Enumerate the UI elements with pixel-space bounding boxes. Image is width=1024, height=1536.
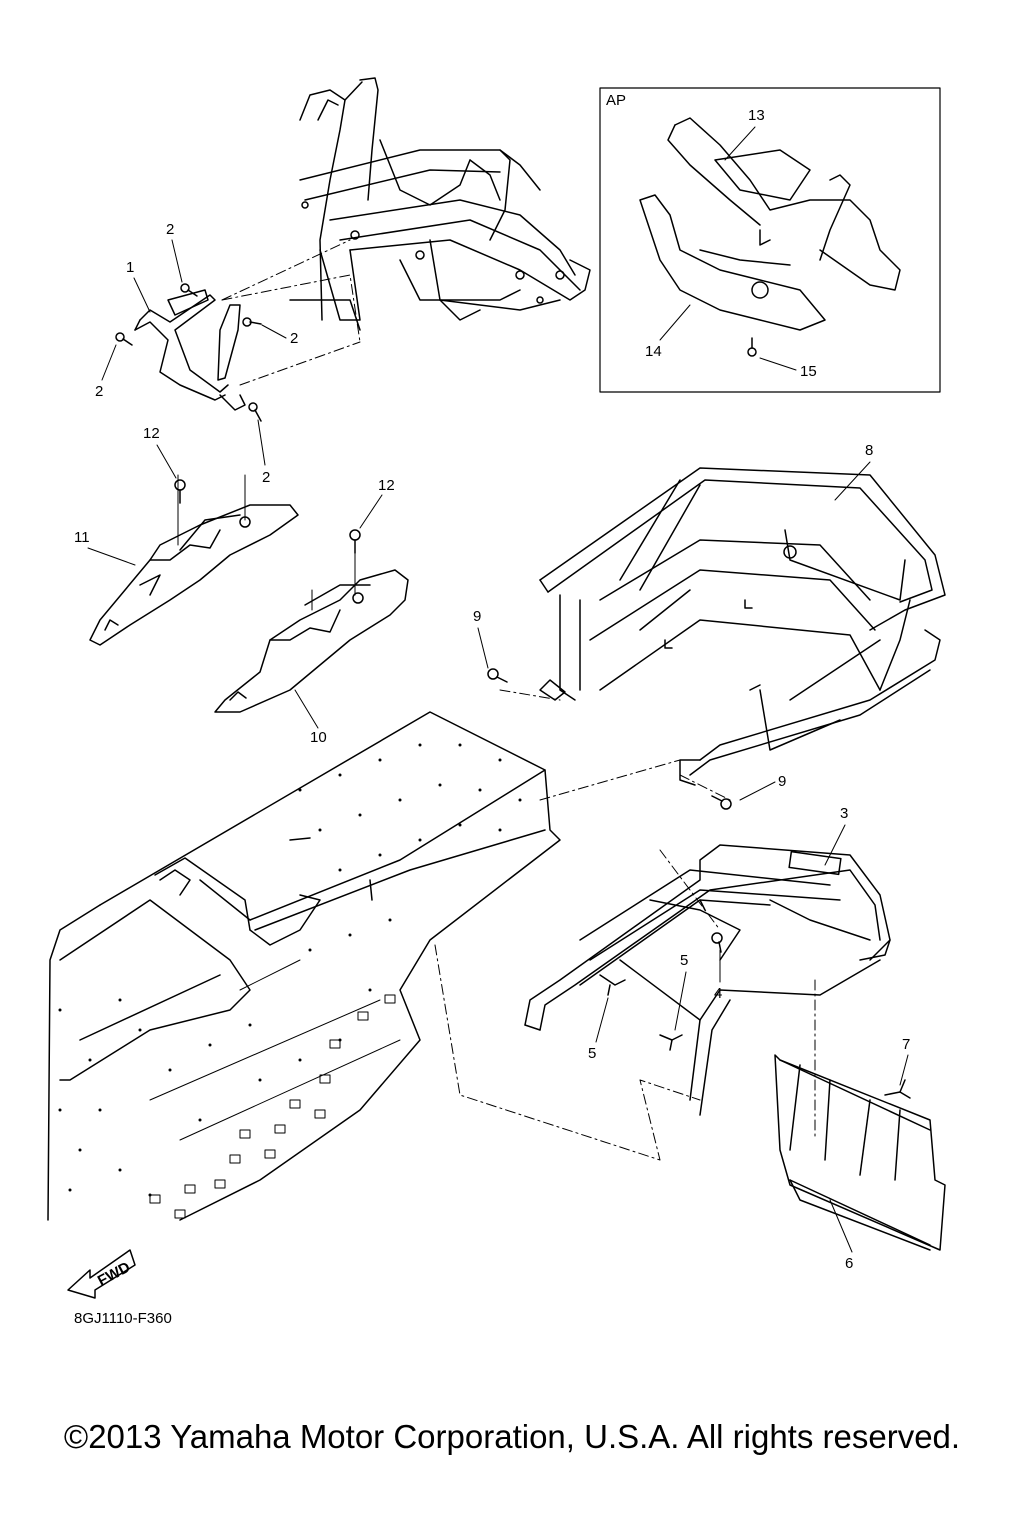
part-6-mud-flap	[774, 1054, 946, 1251]
bolts	[115, 283, 757, 953]
part-8-rear-rack	[539, 467, 946, 786]
part-11-side-cover	[89, 474, 299, 646]
body-rivets	[58, 743, 522, 1197]
callout-1: 1	[126, 259, 134, 276]
inset-box	[599, 87, 941, 393]
callout-15: 15	[800, 363, 817, 380]
diagram-code: 8GJ1110-F360	[74, 1310, 172, 1327]
vehicle-body-panel	[47, 711, 561, 1221]
part-7-clip	[884, 1079, 911, 1099]
callout-12: 12	[378, 477, 395, 494]
callout-5: 5	[680, 952, 688, 969]
copyright-notice: ©2013 Yamaha Motor Corporation, U.S.A. A…	[63, 1418, 961, 1455]
callout-2: 2	[262, 469, 270, 486]
leader-lines	[221, 239, 816, 1161]
callout-3: 3	[840, 805, 848, 822]
frame-assembly	[289, 77, 591, 331]
callout-9: 9	[778, 773, 786, 790]
part-1-grab-bar	[134, 289, 246, 411]
part-5-pins	[599, 974, 683, 1051]
inset-ap-label: AP	[606, 92, 626, 109]
callout-5: 5	[588, 1045, 596, 1062]
callout-labels: AP 2 1 2 2 2 12 12 11 9 10 8 9 3 4 5 5 7…	[74, 92, 910, 1272]
callout-2: 2	[166, 221, 174, 238]
callout-14: 14	[645, 343, 662, 360]
callout-9: 9	[473, 608, 481, 625]
part-10-side-cover	[214, 549, 409, 713]
callout-10: 10	[310, 729, 327, 746]
callout-2: 2	[290, 330, 298, 347]
callout-7: 7	[902, 1036, 910, 1053]
callout-2: 2	[95, 383, 103, 400]
callout-12: 12	[143, 425, 160, 442]
callout-leaders	[87, 126, 909, 1253]
callout-6: 6	[845, 1255, 853, 1272]
fwd-arrow-icon: FWD	[67, 1249, 136, 1299]
callout-8: 8	[865, 442, 873, 459]
part-3-cargo-rack	[524, 844, 891, 1116]
callout-4: 4	[714, 985, 722, 1002]
callout-13: 13	[748, 107, 765, 124]
callout-11: 11	[74, 529, 90, 546]
body-vents	[149, 994, 396, 1219]
